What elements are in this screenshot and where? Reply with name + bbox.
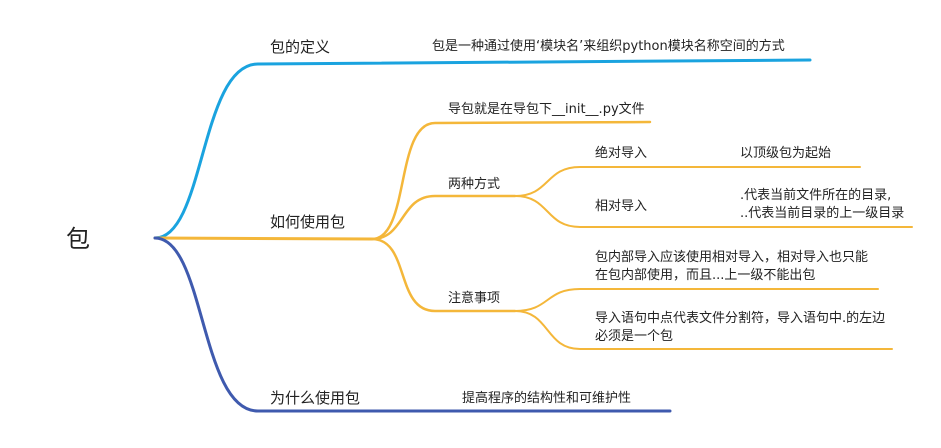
ways-relative-note-2: ..代表当前目录的上一级目录 [740,206,905,221]
ways-relative-note-1: .代表当前文件所在的目录, [740,188,892,203]
why-note: 提高程序的结构性和可维护性 [462,391,632,406]
ways-relative: 相对导入 [595,199,648,214]
connector-relative [514,195,913,228]
connector-note2 [514,310,893,350]
notes-item-1-line-1: 包内部导入应该使用相对导入，相对导入也只能 [595,250,869,265]
ways-absolute-note: 以顶级包为起始 [740,146,832,161]
connector-notes [370,237,517,313]
definition-note: 包是一种通过使用‘模块名’来组织python模块名称空间的方式 [432,39,785,54]
usage-ways: 两种方式 [448,177,501,192]
branch-usage: 如何使用包 [270,213,346,231]
connector-definition [153,58,812,240]
notes-item-2-line-2: 必须是一个包 [595,329,674,344]
connector-why [153,236,672,413]
connector-absolute [514,166,861,197]
usage-notes: 注意事项 [448,291,501,306]
ways-absolute: 绝对导入 [595,146,648,161]
branch-why: 为什么使用包 [270,389,361,407]
root-node: 包 [66,225,90,253]
notes-item-1-line-2: 在包内部使用，而且...上一级不能出包 [595,268,816,283]
connector-usage [153,236,374,241]
connector-ways [370,194,517,241]
notes-item-2-line-1: 导入语句中点代表文件分割符，导入语句中.的左边 [595,311,886,326]
connector-import [370,120,652,241]
branch-definition: 包的定义 [270,38,331,56]
usage-import: 导包就是在导包下__init__.py文件 [448,102,645,117]
connector-note1 [514,288,879,312]
